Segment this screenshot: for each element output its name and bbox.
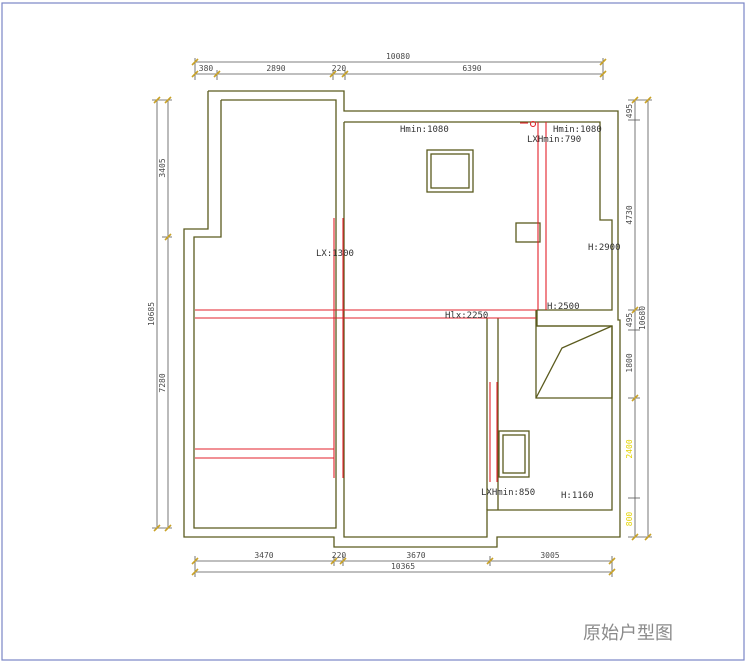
dim-top-seg-4: 6390 [462, 64, 481, 73]
outer-wall [183, 90, 621, 548]
label-lxmin-bottom: LXHmin:850 [481, 488, 535, 498]
inner-wall-right [343, 121, 613, 538]
dim-bottom-seg-4: 3005 [540, 551, 559, 560]
dim-right-total: 10680 [638, 306, 647, 330]
beam-marker [529, 120, 537, 128]
window-bottom-inner [502, 434, 526, 474]
dim-left-seg-2: 7280 [158, 373, 167, 392]
dim-right-yellow-2: 800 [625, 512, 634, 527]
stair-area [535, 325, 613, 399]
dimension-lines [152, 58, 652, 577]
dim-right-seg-2: 4730 [625, 205, 634, 224]
window-top [426, 149, 474, 193]
dim-bottom-seg-1: 3470 [254, 551, 273, 560]
walls [183, 90, 621, 548]
label-hlx: Hlx:2250 [445, 311, 488, 321]
label-lx-vertical: LX:1300 [316, 249, 354, 259]
small-box [515, 222, 541, 243]
window-bottom [498, 430, 530, 478]
label-h-bottom: H:1160 [561, 491, 594, 501]
label-h-mid: H:2500 [547, 302, 580, 312]
label-h-right: H:2900 [588, 243, 621, 253]
stair-diagonal [535, 325, 613, 399]
dim-bottom-total: 10365 [391, 562, 415, 571]
dimension-ticks [153, 58, 652, 576]
window-top-inner [430, 153, 470, 189]
dim-top-seg-1: 380 [199, 64, 214, 73]
dim-right-seg-3: 495 [625, 313, 634, 328]
beams [195, 120, 547, 482]
label-hmin-left: Hmin:1080 [400, 125, 449, 135]
dim-left-seg-1: 3405 [158, 158, 167, 177]
dim-right-yellow-1: 2400 [625, 439, 634, 458]
label-hmin-right: Hmin:1080 [553, 125, 602, 135]
dim-right-seg-4: 1800 [625, 353, 634, 372]
dim-top-total: 10080 [386, 52, 410, 61]
dim-bottom-seg-2: 220 [332, 551, 347, 560]
drawing-title: 原始户型图 [583, 623, 673, 644]
dim-bottom-seg-3: 3670 [406, 551, 425, 560]
inner-wall [193, 99, 337, 529]
dim-top-seg-3: 220 [332, 64, 347, 73]
label-lxmin-top: LXHmin:790 [527, 135, 581, 145]
dim-top-seg-2: 2890 [266, 64, 285, 73]
dim-right-seg-1: 495 [625, 104, 634, 119]
dim-left-total: 10685 [147, 302, 156, 326]
